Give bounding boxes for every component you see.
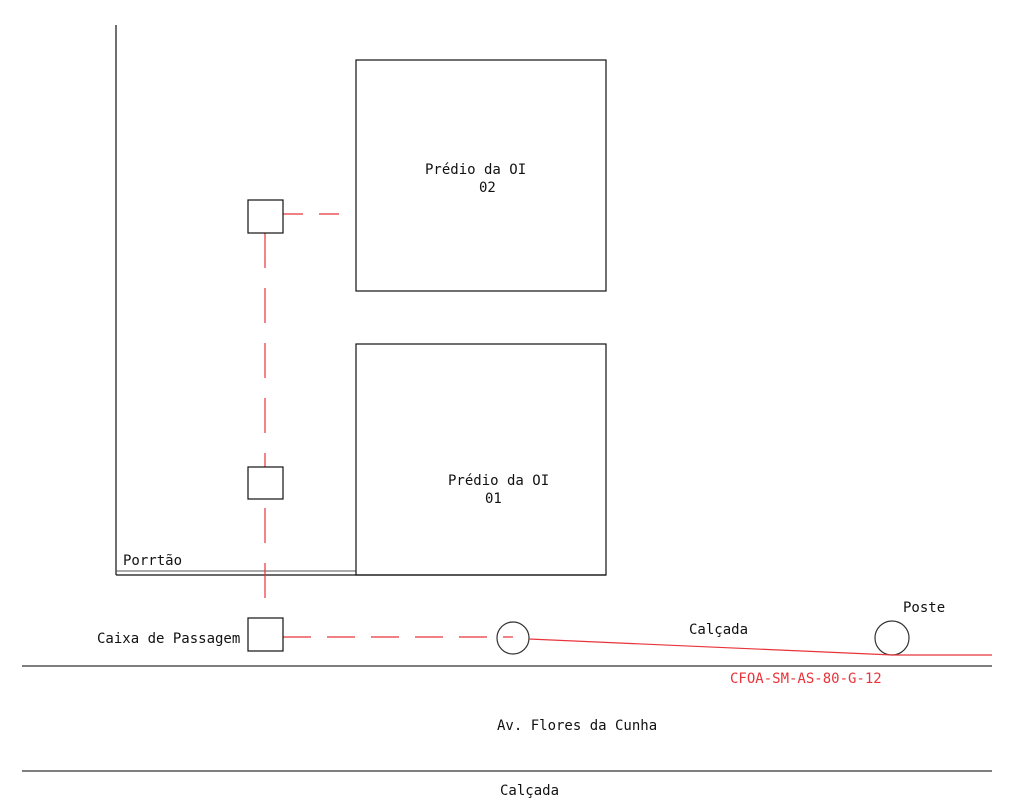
junction-box-bottom bbox=[247, 617, 284, 652]
cable-id-label: CFOA-SM-AS-80-G-12 bbox=[730, 671, 882, 687]
building-02 bbox=[355, 59, 607, 292]
gate-label: Porrtão bbox=[123, 553, 182, 569]
building-02-label: Prédio da OI bbox=[425, 162, 526, 178]
aerial-cable-line bbox=[528, 638, 992, 656]
pole-circle-right bbox=[874, 620, 910, 656]
sidewalk-top-label: Calçada bbox=[689, 622, 748, 638]
junction-box-middle bbox=[247, 466, 284, 500]
building-02-number: 02 bbox=[479, 180, 496, 196]
pole-circle-left bbox=[496, 621, 530, 655]
sidewalk-bottom-label: Calçada bbox=[500, 783, 559, 799]
junction-box-label: Caixa de Passagem bbox=[97, 631, 240, 647]
pole-label: Poste bbox=[903, 600, 945, 616]
building-01-label: Prédio da OI bbox=[448, 473, 549, 489]
building-01-number: 01 bbox=[485, 491, 502, 507]
building-01 bbox=[355, 343, 607, 576]
street-name-label: Av. Flores da Cunha bbox=[497, 718, 657, 734]
junction-box-top bbox=[247, 199, 284, 234]
